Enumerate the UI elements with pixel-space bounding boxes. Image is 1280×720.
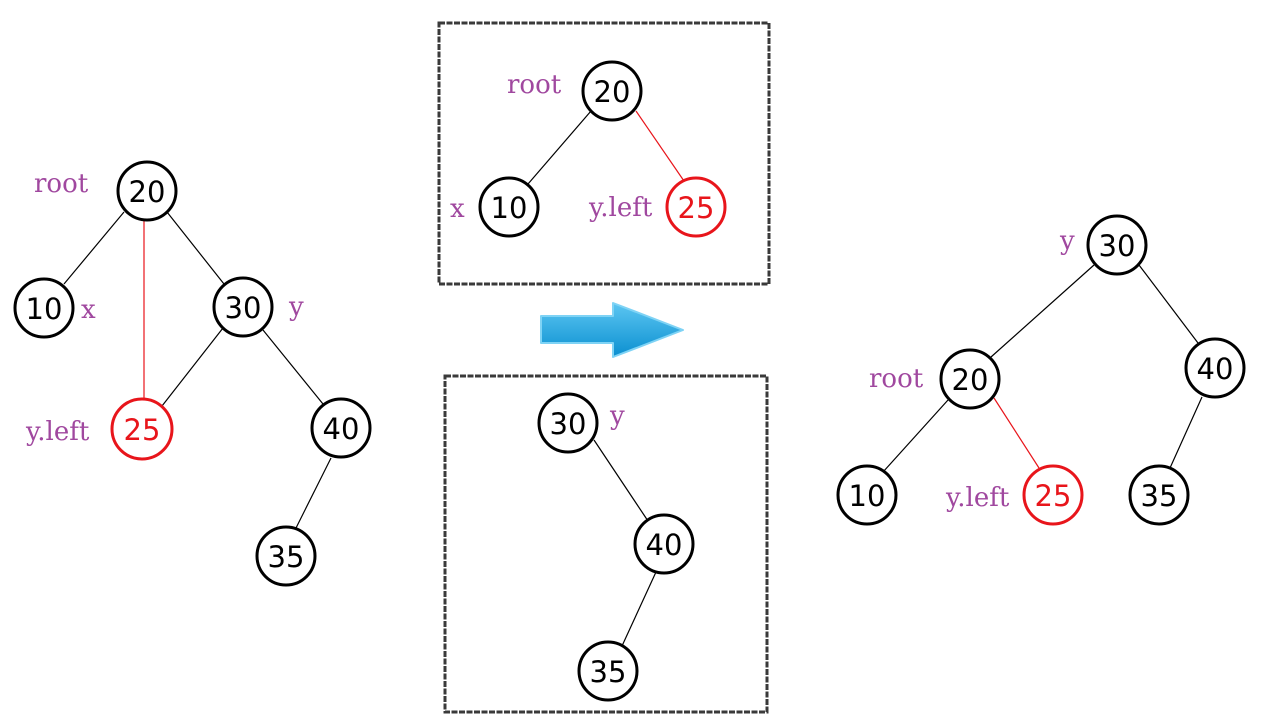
edge-20-10 [882, 399, 949, 473]
node-40: 40 [633, 513, 695, 575]
top-panel-frame [437, 21, 771, 286]
node-30: 30 [537, 392, 599, 454]
edge-30-40 [262, 329, 324, 405]
svg-text:35: 35 [268, 540, 305, 574]
edge-40-35 [295, 457, 332, 529]
node-20: 20 [581, 60, 643, 122]
edge-30-40 [1138, 264, 1199, 344]
right-arrow-icon [540, 302, 684, 358]
svg-text:35: 35 [1141, 479, 1178, 513]
node-20: 20 [939, 348, 1001, 410]
node-40: 40 [310, 397, 372, 459]
svg-text:10: 10 [26, 292, 63, 326]
node-30: 30 [1086, 214, 1148, 276]
svg-text:20: 20 [594, 75, 631, 109]
node-25-highlight: 25 [665, 176, 727, 238]
svg-text:40: 40 [1197, 352, 1234, 386]
edge-40-35 [1169, 396, 1203, 469]
svg-text:40: 40 [646, 528, 683, 562]
edge-30-40 [593, 439, 649, 522]
svg-text:10: 10 [849, 479, 886, 513]
label-root: root [507, 70, 562, 100]
label-y: y [288, 292, 304, 322]
node-10: 10 [836, 464, 898, 526]
svg-text:30: 30 [550, 407, 587, 441]
edge-20-10 [527, 110, 592, 185]
svg-text:40: 40 [323, 412, 360, 446]
svg-text:20: 20 [129, 175, 166, 209]
bottom-panel-frame [443, 374, 769, 714]
label-y-left: y.left [588, 193, 653, 223]
right-tree: 30 20 40 10 25 35 y root y.left [836, 214, 1246, 526]
svg-text:20: 20 [952, 363, 989, 397]
node-35: 35 [1128, 464, 1190, 526]
svg-text:25: 25 [678, 191, 715, 225]
svg-text:10: 10 [491, 191, 528, 225]
svg-text:25: 25 [1035, 479, 1072, 513]
node-10: 10 [13, 277, 75, 339]
label-root: root [34, 169, 89, 199]
node-40: 40 [1184, 337, 1246, 399]
label-x: x [81, 295, 96, 325]
edge-20-10 [63, 211, 125, 285]
label-y-left: y.left [25, 417, 90, 447]
svg-text:30: 30 [225, 291, 262, 325]
label-x: x [450, 194, 465, 224]
left-tree: 20 10 30 25 40 35 root x y y.left [13, 160, 372, 587]
edge-30-20 [990, 264, 1095, 358]
label-y: y [609, 401, 625, 431]
svg-text:30: 30 [1099, 229, 1136, 263]
top-panel: 20 10 25 root x y.left [437, 21, 771, 286]
bottom-panel: 30 40 35 y [443, 374, 769, 714]
edge-40-35 [621, 571, 657, 647]
label-y: y [1059, 226, 1075, 256]
edge-20-25-highlight [993, 397, 1040, 469]
node-20: 20 [116, 160, 178, 222]
edge-30-25 [161, 327, 224, 407]
edge-20-30 [166, 211, 225, 285]
svg-text:25: 25 [124, 413, 161, 447]
node-25-highlight: 25 [110, 397, 174, 461]
label-y-left: y.left [945, 483, 1010, 513]
node-35: 35 [255, 525, 317, 587]
svg-text:35: 35 [590, 655, 627, 689]
node-30: 30 [212, 276, 274, 338]
edge-20-25-highlight [635, 110, 685, 182]
node-25-highlight: 25 [1022, 464, 1084, 526]
node-10: 10 [478, 176, 540, 238]
label-root: root [869, 364, 924, 394]
node-35: 35 [577, 640, 639, 702]
